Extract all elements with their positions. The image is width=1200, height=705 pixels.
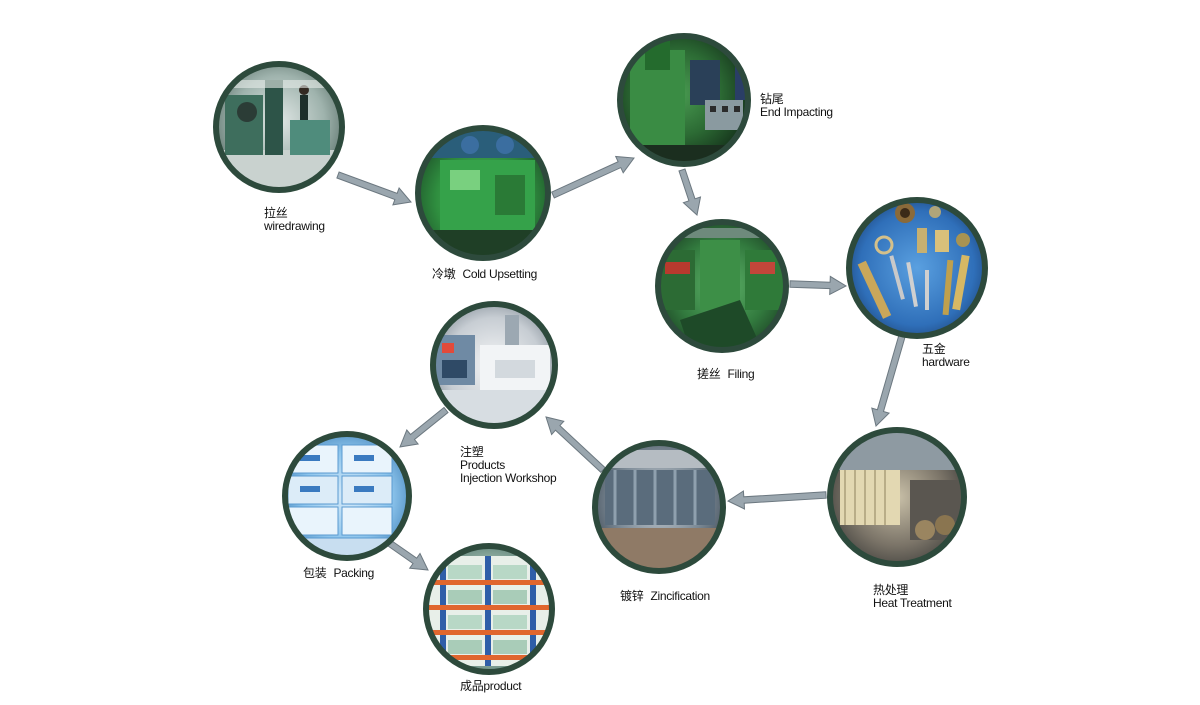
label-product-zh: 成品 bbox=[460, 679, 484, 693]
label-wiredrawing-zh: 拉丝 bbox=[264, 206, 288, 220]
label-product: 成品product bbox=[460, 679, 522, 693]
label-wiredrawing-en: wiredrawing bbox=[264, 219, 325, 233]
label-heat-treatment-zh: 热处理 bbox=[873, 583, 909, 597]
label-injection-zh: 注塑 bbox=[460, 445, 484, 459]
label-end-impacting-zh: 钻尾 bbox=[760, 92, 784, 106]
arrow-cold-upsetting-to-end-impacting bbox=[551, 155, 635, 199]
step-heat-treatment-photo bbox=[827, 427, 967, 567]
label-zincification-zh: 镀锌 bbox=[620, 589, 644, 603]
label-injection-en-line2: Injection Workshop bbox=[460, 471, 557, 485]
flow-arrows bbox=[336, 155, 906, 571]
arrow-end-impacting-to-filing bbox=[678, 168, 702, 216]
step-packing-photo bbox=[282, 431, 412, 561]
label-filing-zh: 搓丝 bbox=[697, 367, 721, 381]
label-end-impacting-en: End Impacting bbox=[760, 105, 833, 119]
label-filing: 搓丝 Filing bbox=[697, 367, 755, 381]
label-cold-upsetting-en: Cold Upsetting bbox=[462, 267, 537, 281]
step-cold-upsetting-photo bbox=[415, 125, 551, 261]
label-heat-treatment-en: Heat Treatment bbox=[873, 596, 952, 610]
label-zincification-en: Zincification bbox=[650, 589, 710, 603]
label-hardware: 五金 hardware bbox=[922, 343, 970, 369]
label-cold-upsetting: 冷墩 Cold Upsetting bbox=[432, 268, 537, 281]
label-filing-en: Filing bbox=[727, 367, 755, 381]
arrow-zincification-to-injection bbox=[545, 416, 606, 474]
label-wiredrawing: 拉丝 wiredrawing bbox=[264, 207, 325, 233]
label-injection-en-line1: Products bbox=[460, 458, 505, 472]
label-end-impacting: 钻尾 End Impacting bbox=[760, 93, 833, 119]
step-end-impacting-photo bbox=[617, 33, 751, 167]
arrow-hardware-to-heat-treatment bbox=[871, 334, 906, 427]
step-injection-photo bbox=[430, 301, 558, 429]
arrow-filing-to-hardware bbox=[789, 275, 848, 296]
label-cold-upsetting-zh: 冷墩 bbox=[432, 267, 456, 281]
label-packing: 包装 Packing bbox=[303, 567, 374, 580]
label-packing-en: Packing bbox=[333, 566, 375, 580]
label-injection: 注塑 Products Injection Workshop bbox=[460, 445, 557, 485]
step-zincification-photo bbox=[592, 440, 726, 574]
step-hardware-photo bbox=[846, 197, 988, 339]
label-hardware-en: hardware bbox=[922, 355, 970, 369]
arrow-injection-to-packing bbox=[399, 406, 449, 448]
step-product-photo bbox=[423, 543, 555, 675]
arrow-heat-treatment-to-zincification bbox=[726, 490, 827, 510]
step-wiredrawing-photo bbox=[213, 61, 345, 193]
label-heat-treatment: 热处理 Heat Treatment bbox=[873, 584, 952, 610]
label-packing-zh: 包装 bbox=[303, 566, 327, 580]
step-filing-photo bbox=[655, 219, 789, 353]
label-hardware-zh: 五金 bbox=[922, 342, 946, 356]
label-zincification: 镀锌 Zincification bbox=[620, 590, 710, 603]
arrow-wiredrawing-to-cold-upsetting bbox=[336, 171, 412, 206]
label-product-en: product bbox=[483, 679, 522, 693]
